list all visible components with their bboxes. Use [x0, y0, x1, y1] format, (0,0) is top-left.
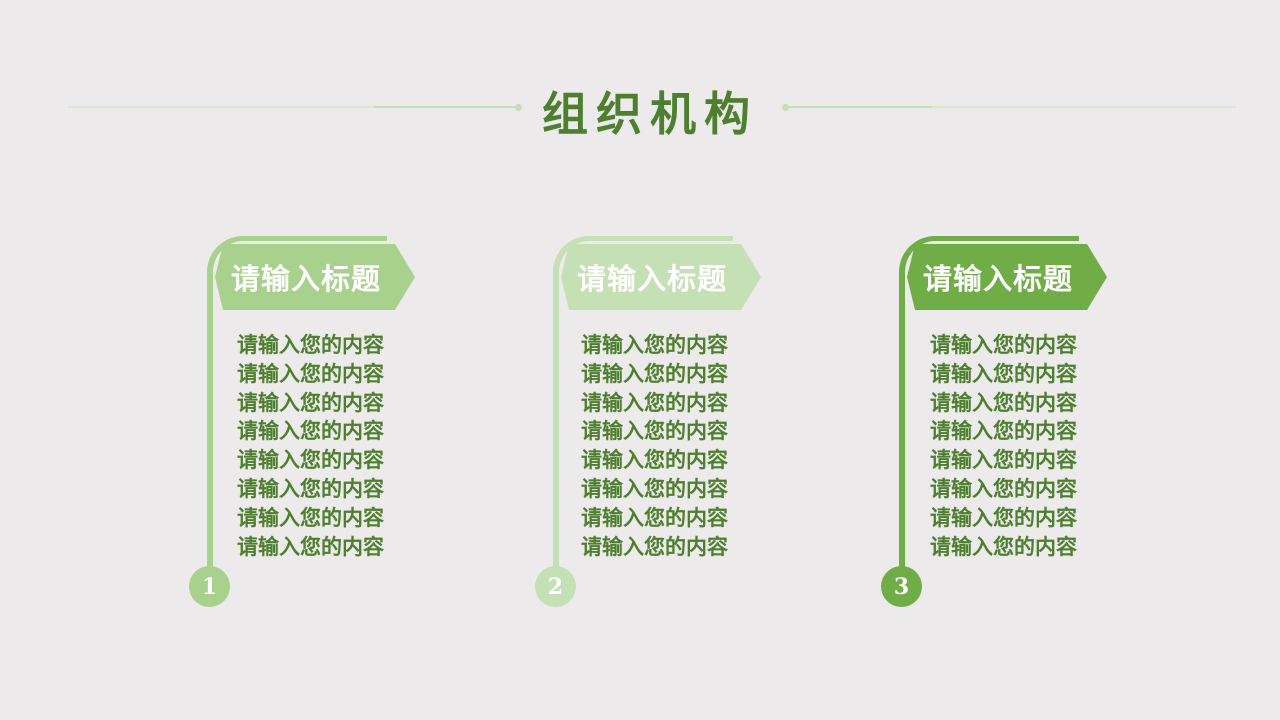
org-column-1: 请输入标题 请输入您的内容 请输入您的内容 请输入您的内容 请输入您的内容 请输…	[189, 0, 491, 720]
list-item: 请输入您的内容	[930, 475, 1077, 501]
heading-hexagon	[215, 244, 415, 310]
number-badge: 3	[881, 566, 922, 607]
heading-hexagon	[561, 244, 761, 310]
list-item: 请输入您的内容	[237, 533, 384, 559]
org-column-3: 请输入标题 请输入您的内容 请输入您的内容 请输入您的内容 请输入您的内容 请输…	[881, 0, 1183, 720]
column-heading: 请输入标题	[230, 262, 381, 296]
title-line-left-dot	[515, 104, 522, 111]
title-line-right-strong	[786, 106, 932, 108]
list-item: 请输入您的内容	[581, 475, 728, 501]
title-line-right-dot	[782, 104, 789, 111]
column-heading: 请输入标题	[576, 262, 727, 296]
content-list: 请输入您的内容 请输入您的内容 请输入您的内容 请输入您的内容 请输入您的内容 …	[581, 331, 781, 561]
list-item: 请输入您的内容	[581, 389, 728, 415]
page-title: 组织机构	[542, 87, 758, 141]
content-list: 请输入您的内容 请输入您的内容 请输入您的内容 请输入您的内容 请输入您的内容 …	[930, 331, 1130, 561]
list-item: 请输入您的内容	[930, 332, 1077, 357]
title-line-left-faint	[68, 106, 374, 108]
number-badge: 1	[189, 566, 230, 607]
list-item: 请输入您的内容	[237, 504, 384, 530]
list-item: 请输入您的内容	[237, 475, 384, 501]
title-line-right-faint	[932, 106, 1236, 108]
number-badge: 2	[535, 566, 576, 607]
list-item: 请输入您的内容	[930, 418, 1077, 444]
list-item: 请输入您的内容	[930, 389, 1077, 415]
content-list: 请输入您的内容 请输入您的内容 请输入您的内容 请输入您的内容 请输入您的内容 …	[237, 331, 437, 561]
list-item: 请输入您的内容	[581, 504, 728, 530]
list-item: 请输入您的内容	[581, 418, 728, 444]
org-column-2: 请输入标题 请输入您的内容 请输入您的内容 请输入您的内容 请输入您的内容 请输…	[535, 0, 837, 720]
column-heading: 请输入标题	[922, 262, 1073, 296]
list-item: 请输入您的内容	[237, 389, 384, 415]
bracket-line	[899, 236, 1079, 568]
list-item: 请输入您的内容	[930, 360, 1077, 386]
list-item: 请输入您的内容	[237, 360, 384, 386]
list-item: 请输入您的内容	[581, 360, 728, 386]
list-item: 请输入您的内容	[581, 533, 728, 559]
title-line-left-strong	[374, 106, 520, 108]
list-item: 请输入您的内容	[581, 447, 728, 473]
list-item: 请输入您的内容	[930, 504, 1077, 530]
list-item: 请输入您的内容	[930, 533, 1077, 559]
list-item: 请输入您的内容	[237, 418, 384, 444]
heading-hexagon	[907, 244, 1107, 310]
bracket-line	[553, 236, 733, 568]
list-item: 请输入您的内容	[237, 447, 384, 473]
list-item: 请输入您的内容	[930, 447, 1077, 473]
title-row: 组织机构	[0, 0, 1280, 160]
list-item: 请输入您的内容	[237, 332, 384, 357]
list-item: 请输入您的内容	[581, 332, 728, 357]
bracket-line	[207, 236, 387, 568]
